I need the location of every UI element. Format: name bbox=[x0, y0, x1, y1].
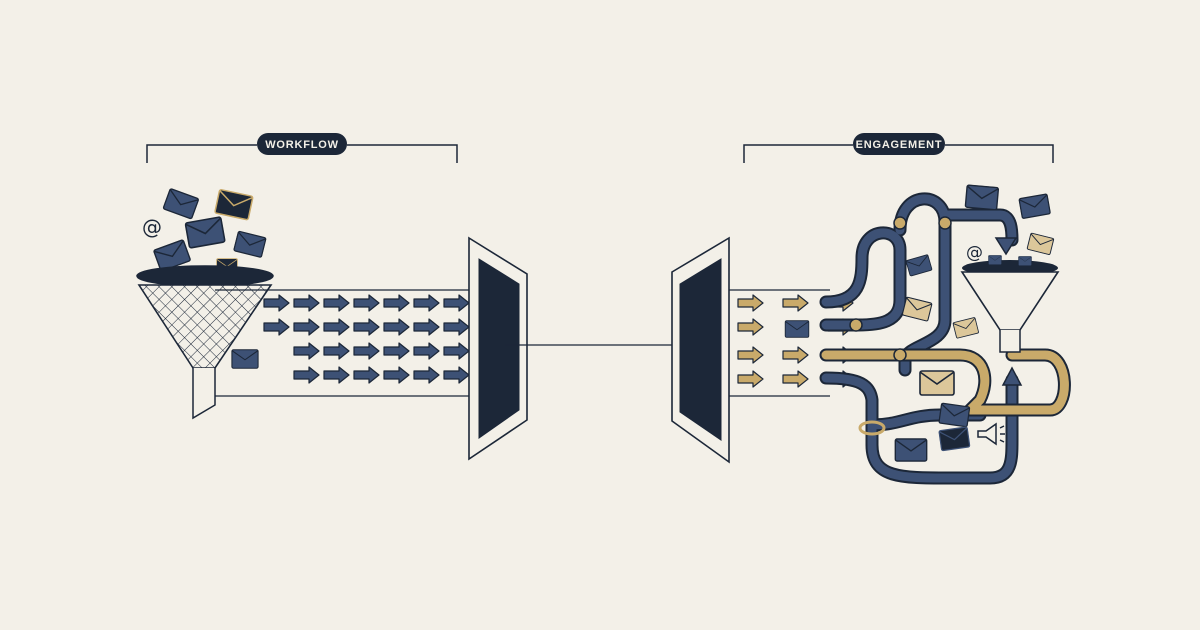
envelope-icon bbox=[233, 230, 267, 259]
funnel-icon bbox=[136, 265, 274, 420]
envelope-icon bbox=[919, 370, 955, 396]
arrow-icon bbox=[353, 318, 380, 336]
arrow-icon bbox=[782, 370, 809, 388]
arrow-icon bbox=[353, 342, 380, 360]
engagement-conveyor bbox=[729, 289, 830, 397]
engagement-section: ENGAGEMENT bbox=[671, 133, 1071, 485]
arrow-icon bbox=[353, 366, 380, 384]
envelope-icon bbox=[231, 349, 259, 369]
envelope-icon bbox=[184, 216, 226, 249]
workflow-arrow-grid bbox=[263, 294, 470, 384]
envelope-icon bbox=[784, 320, 810, 338]
arrow-icon bbox=[737, 370, 764, 388]
arrow-icon bbox=[413, 366, 440, 384]
portal-icon bbox=[468, 236, 528, 461]
arrow-icon bbox=[383, 318, 410, 336]
envelope-icon bbox=[1018, 256, 1032, 266]
arrow-icon bbox=[383, 342, 410, 360]
engagement-bracket bbox=[743, 144, 1054, 163]
envelope-icon bbox=[938, 426, 971, 452]
workflow-conveyor bbox=[215, 289, 472, 397]
arrow-icon bbox=[323, 366, 350, 384]
engagement-label-pill: ENGAGEMENT bbox=[853, 133, 945, 155]
envelope-icon bbox=[938, 402, 971, 428]
workflow-label: WORKFLOW bbox=[265, 139, 339, 151]
arrow-icon bbox=[413, 342, 440, 360]
envelope-icon bbox=[894, 438, 928, 462]
envelope-icon bbox=[952, 316, 980, 339]
pipe-junction bbox=[849, 216, 952, 436]
envelope-icon bbox=[162, 187, 200, 220]
arrow-icon bbox=[782, 294, 809, 312]
arrow-icon bbox=[383, 294, 410, 312]
arrow-icon bbox=[443, 366, 470, 384]
workflow-section: WORKFLOW @ bbox=[136, 133, 528, 461]
envelope-icon bbox=[1026, 232, 1055, 256]
arrow-icon bbox=[1001, 366, 1023, 386]
arrow-icon bbox=[782, 346, 809, 364]
arrow-icon bbox=[443, 294, 470, 312]
arrow-icon bbox=[293, 294, 320, 312]
funnel-icon bbox=[960, 260, 1060, 353]
arrow-icon bbox=[737, 346, 764, 364]
arrow-icon bbox=[443, 318, 470, 336]
arrow-icon bbox=[323, 318, 350, 336]
envelope-icon bbox=[901, 296, 933, 322]
arrow-icon bbox=[443, 342, 470, 360]
workflow-label-pill: WORKFLOW bbox=[257, 133, 347, 155]
envelope-icon bbox=[213, 188, 254, 221]
arrow-icon bbox=[413, 318, 440, 336]
arrow-icon bbox=[413, 294, 440, 312]
engagement-label: ENGAGEMENT bbox=[856, 139, 943, 151]
arrow-icon bbox=[263, 294, 290, 312]
envelope-icon bbox=[905, 254, 933, 277]
arrow-icon bbox=[353, 294, 380, 312]
megaphone-icon bbox=[977, 422, 1005, 446]
portal-icon bbox=[671, 236, 730, 464]
arrow-icon bbox=[293, 342, 320, 360]
arrow-icon bbox=[737, 294, 764, 312]
arrow-icon bbox=[994, 237, 1018, 256]
arrow-icon bbox=[323, 342, 350, 360]
envelope-icon bbox=[964, 184, 1000, 211]
arrow-icon bbox=[263, 318, 290, 336]
envelope-icon bbox=[1018, 193, 1052, 220]
arrow-icon bbox=[737, 318, 764, 336]
arrow-icon bbox=[323, 294, 350, 312]
arrow-icon bbox=[293, 366, 320, 384]
envelope-icon bbox=[988, 255, 1002, 265]
arrow-icon bbox=[293, 318, 320, 336]
at-sign-icon: @ bbox=[142, 215, 162, 239]
arrow-icon bbox=[383, 366, 410, 384]
workflow-bracket bbox=[146, 144, 458, 163]
at-sign-icon: @ bbox=[966, 243, 983, 263]
